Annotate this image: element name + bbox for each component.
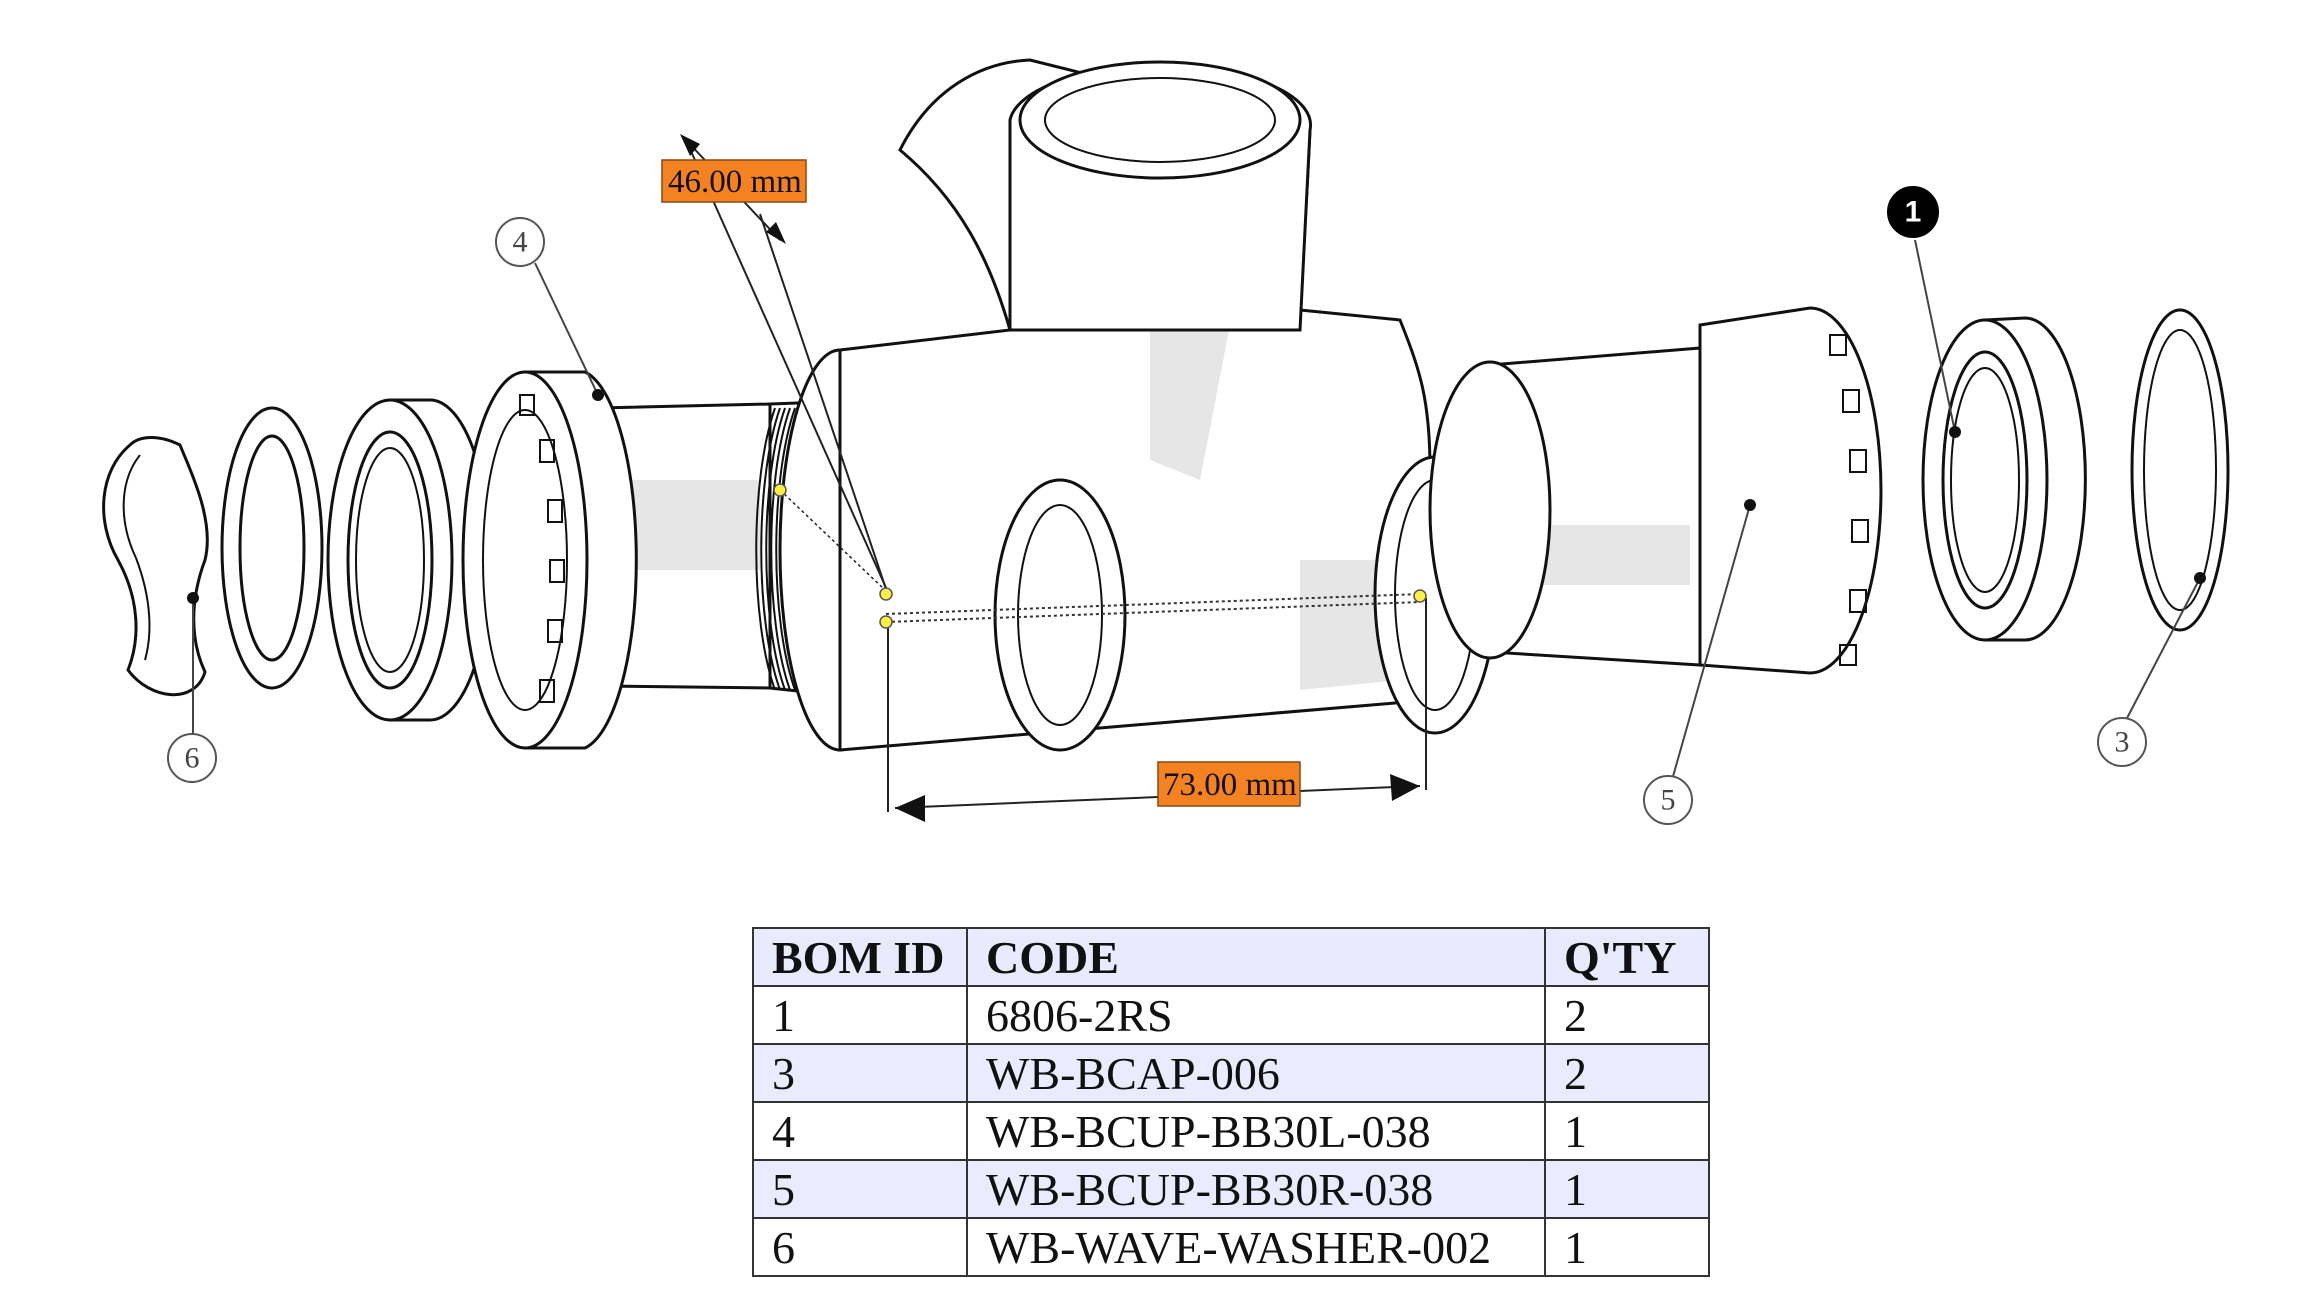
bom-cell-qty: 1 xyxy=(1544,1159,1710,1219)
left-cap-ring-part[interactable] xyxy=(220,406,324,690)
thread-line xyxy=(775,407,796,691)
bom-header-id: BOM ID xyxy=(752,927,968,987)
bom-cell-qty: 2 xyxy=(1544,1043,1710,1103)
balloon-part-5[interactable]: 5 xyxy=(1643,775,1693,825)
right-bearing-part[interactable] xyxy=(1921,316,2087,642)
measure-point xyxy=(879,587,893,601)
balloon-label: 1 xyxy=(1905,196,1922,229)
bom-cell-code: 6806-2RS xyxy=(966,985,1546,1045)
bottom-bracket-shell[interactable] xyxy=(778,58,1497,752)
bom-cell-code: WB-BCUP-BB30L-038 xyxy=(966,1101,1546,1161)
left-cup-part[interactable] xyxy=(461,370,772,750)
balloon-part-4[interactable]: 4 xyxy=(495,217,545,267)
bom-cell-id: 4 xyxy=(752,1101,968,1161)
bom-cell-qty: 1 xyxy=(1544,1217,1710,1277)
wave-washer-part[interactable] xyxy=(102,436,209,697)
bom-header-qty: Q'TY xyxy=(1544,927,1710,987)
thread-line xyxy=(755,407,776,691)
measure-point xyxy=(1413,589,1427,603)
dimension-label-diameter[interactable]: 46.00 mm xyxy=(661,159,807,203)
right-cap-part[interactable] xyxy=(2130,308,2230,632)
thread-line xyxy=(765,407,786,691)
dimension-text-width: 73.00 mm xyxy=(1163,767,1297,803)
leader-lines xyxy=(187,239,2206,781)
bom-cell-qty: 2 xyxy=(1544,985,1710,1045)
bom-row[interactable]: 6 WB-WAVE-WASHER-002 1 xyxy=(752,1217,1710,1277)
balloon-part-6[interactable]: 6 xyxy=(167,733,217,783)
bom-header-code: CODE xyxy=(966,927,1546,987)
dimension-text-diameter: 46.00 mm xyxy=(668,164,802,200)
left-bearing-part[interactable] xyxy=(326,398,492,722)
thread-line xyxy=(770,407,791,691)
bom-cell-id: 6 xyxy=(752,1217,968,1277)
bom-cell-qty: 1 xyxy=(1544,1101,1710,1161)
bom-cell-id: 1 xyxy=(752,985,968,1045)
measure-point xyxy=(773,483,787,497)
balloon-label: 3 xyxy=(2115,726,2130,759)
bom-cell-code: WB-BCAP-006 xyxy=(966,1043,1546,1103)
bom-row[interactable]: 3 WB-BCAP-006 2 xyxy=(752,1043,1710,1103)
bom-table: BOM ID CODE Q'TY 1 6806-2RS 2 3 WB-BCAP-… xyxy=(752,927,1710,1277)
thread-line xyxy=(760,407,781,691)
bom-cell-code: WB-WAVE-WASHER-002 xyxy=(966,1217,1546,1277)
balloon-part-3[interactable]: 3 xyxy=(2097,717,2147,767)
bom-cell-id: 3 xyxy=(752,1043,968,1103)
balloon-label: 6 xyxy=(185,742,200,775)
measurement-lines xyxy=(680,134,1427,822)
bom-cell-code: WB-BCUP-BB30R-038 xyxy=(966,1159,1546,1219)
right-cup-part[interactable] xyxy=(1428,306,1883,675)
bom-header-row: BOM ID CODE Q'TY xyxy=(752,927,1710,987)
bom-row[interactable]: 4 WB-BCUP-BB30L-038 1 xyxy=(752,1101,1710,1161)
bom-cell-id: 5 xyxy=(752,1159,968,1219)
measure-points xyxy=(773,483,1427,629)
balloon-label: 4 xyxy=(513,226,528,259)
dimension-label-width[interactable]: 73.00 mm xyxy=(1157,761,1301,807)
balloon-part-1[interactable]: 1 xyxy=(1887,186,1939,238)
balloon-label: 5 xyxy=(1661,784,1676,817)
bom-row[interactable]: 1 6806-2RS 2 xyxy=(752,985,1710,1045)
bom-row[interactable]: 5 WB-BCUP-BB30R-038 1 xyxy=(752,1159,1710,1219)
measure-point xyxy=(879,615,893,629)
